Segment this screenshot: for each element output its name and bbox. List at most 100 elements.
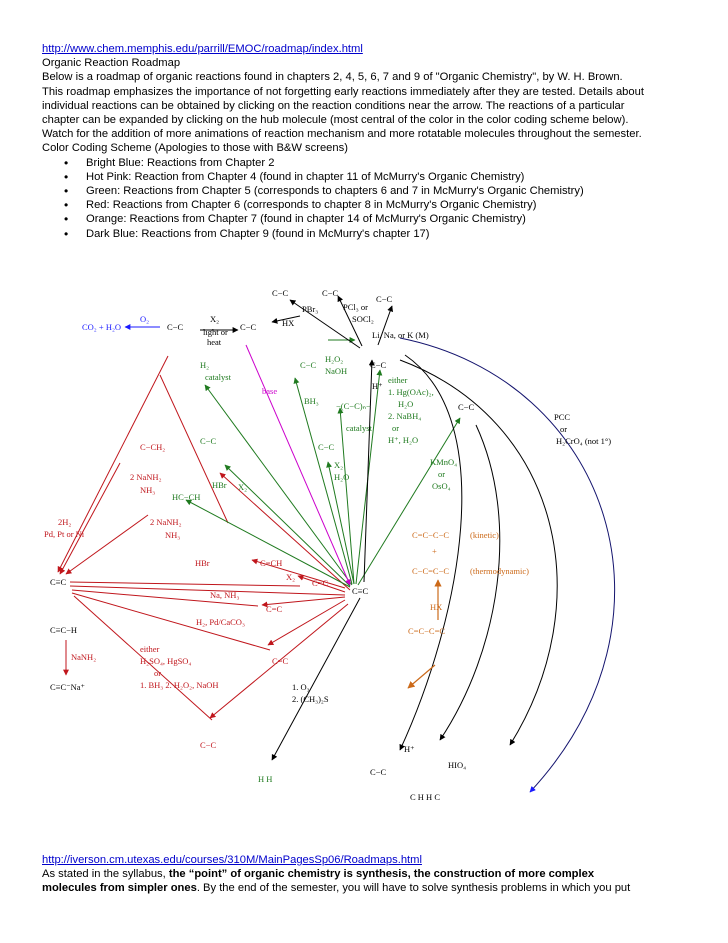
molecule-alkyl-chloride[interactable]: C−C [322, 288, 338, 298]
label-hgso4[interactable]: H₂SO₄, HgSO₄ [140, 656, 191, 666]
arrow-vicinal-to-alkyne [65, 514, 149, 575]
molecule-carbonyl[interactable]: C−C [370, 767, 386, 777]
label-polymer: −(C−C)ₙ− [336, 401, 371, 411]
label-2nanh2-b[interactable]: 2 NaNH₂ [150, 517, 182, 527]
molecule-alkoxide[interactable]: C−C [376, 294, 392, 304]
label-na-nh3[interactable]: Na, NH₃ [210, 590, 239, 600]
arrow-hub-to-tetrahalide [219, 472, 351, 591]
pink-reaction-arrows [245, 344, 351, 586]
label-h2cro4[interactable]: H₂CrO₄ (not 1°) [556, 436, 611, 446]
molecule-alcohol[interactable]: C−C [370, 360, 386, 370]
label-h2o2[interactable]: H₂O₂ [325, 354, 343, 364]
molecule-vic-dihalide[interactable]: C−C [200, 436, 216, 446]
iverson-roadmap-link[interactable]: http://iverson.cm.utexas.edu/courses/310… [42, 854, 422, 866]
label-pcl3[interactable]: PCl₃ or [343, 302, 368, 312]
label-thermodynamic[interactable]: (thermodynamic) [470, 566, 529, 576]
label-naoh[interactable]: NaOH [325, 366, 347, 376]
label-hx-orange[interactable]: HX [430, 602, 442, 612]
label-nh3-b[interactable]: NH₃ [165, 530, 180, 540]
hub-alkyne-label[interactable]: C≡C [352, 586, 368, 596]
molecule-borane[interactable]: C−C [300, 360, 316, 370]
molecule-diol[interactable]: C−C [458, 402, 474, 412]
label-diene[interactable]: C=C−C=C [408, 626, 445, 636]
label-x2-halohydrin[interactable]: X₂ [334, 460, 343, 470]
memphis-roadmap-link[interactable]: http://www.chem.memphis.edu/parrill/EMOC… [42, 43, 363, 55]
syllabus-line-2-bold: molecules from simpler ones [42, 882, 197, 895]
molecule-cis-alkene[interactable]: C=C [272, 656, 288, 666]
molecule-alkane[interactable]: C−C [167, 322, 183, 332]
label-bh3[interactable]: BH₃ [304, 396, 319, 406]
molecule-vinyl-halide[interactable]: C=CH [260, 558, 282, 568]
label-nanh2-vertical[interactable]: NaNH₂ [71, 652, 96, 662]
label-x2-top[interactable]: X₂ [210, 314, 219, 324]
label-kinetic[interactable]: (kinetic) [470, 530, 499, 540]
green-reaction-arrows [185, 337, 461, 588]
label-nh3-a[interactable]: NH₃ [140, 485, 155, 495]
color-coding-heading: Color Coding Scheme (Apologies to those … [42, 142, 348, 155]
molecule-dihaloalkene[interactable]: C=C [312, 578, 328, 588]
label-bh3-sequence[interactable]: 1. BH₃ 2. H₂O₂, NaOH [140, 680, 219, 690]
label-ozone-1[interactable]: 1. O₃ [292, 682, 310, 692]
arrow-hub-to-ketone [209, 603, 349, 719]
molecule-halohydrin[interactable]: C−C [318, 442, 334, 452]
label-h-plus-bottom[interactable]: H⁺ [404, 744, 415, 754]
color-item-orange: Orange: Reactions from Chapter 7 (found … [42, 212, 692, 226]
molecule-bromoalkene[interactable]: HC−CH [172, 492, 200, 502]
intro-line-1: Below is a roadmap of organic reactions … [42, 71, 623, 84]
arrow-pcc-oxidation [399, 337, 616, 793]
molecule-dialdehyde[interactable]: C H H C [410, 792, 440, 802]
molecule-alkyl-halide[interactable]: C−C [240, 322, 256, 332]
label-h2o-halohydrin[interactable]: H₂O [334, 472, 349, 482]
page-title: Organic Reaction Roadmap [42, 57, 181, 70]
arrow-dihalide-to-alkyne [59, 462, 121, 575]
label-base[interactable]: base [262, 386, 277, 396]
label-hio4[interactable]: HIO₄ [448, 760, 466, 770]
molecule-alkyl-bromide[interactable]: C−C [272, 288, 288, 298]
black-reagent-labels: X₂ light or heat HX PBr₃ PCl₃ or SOCl₂ L… [203, 302, 611, 770]
arrow-alcohol-to-ketone [399, 354, 463, 751]
label-2nanh2-a[interactable]: 2 NaNH₂ [130, 472, 162, 482]
arrow-alkene-to-halohydrin [326, 461, 355, 585]
molecule-aldehydes[interactable]: H H [258, 774, 272, 784]
label-h-plus-h2o[interactable]: H⁺, H₂O [388, 435, 418, 445]
hub-alkyne[interactable]: C≡C [352, 586, 368, 596]
molecule-ketone[interactable]: C−C [200, 740, 216, 750]
label-h-plus[interactable]: H⁺ [372, 381, 383, 391]
label-h2[interactable]: H₂ [200, 360, 209, 370]
molecule-trans-alkene[interactable]: C=C [266, 604, 282, 614]
label-x2-red[interactable]: X₂ [286, 572, 295, 582]
label-hbr-green[interactable]: HBr [212, 480, 227, 490]
label-kmno4[interactable]: KMnO₄ [430, 457, 457, 467]
label-catalyst-h2[interactable]: catalyst [205, 372, 232, 382]
line-left-alkyne-ketone [73, 595, 213, 721]
label-hbr-red[interactable]: HBr [195, 558, 210, 568]
label-o2[interactable]: O₂ [140, 314, 149, 324]
label-heat[interactable]: heat [207, 337, 222, 347]
label-x2-green[interactable]: X₂ [238, 482, 247, 492]
label-hg-or: or [392, 423, 399, 433]
arrow-alcohol-to-bromide [289, 299, 361, 349]
line-left-alkyne-to-hub [69, 585, 346, 596]
label-pbr3[interactable]: PBr₃ [302, 304, 318, 314]
label-socl2[interactable]: SOCl₂ [352, 314, 374, 324]
label-light-or[interactable]: light or [203, 327, 228, 337]
line-left-alkyne-cis [71, 592, 271, 651]
label-h2-lindlar[interactable]: H₂, Pd/CaCO₃ [196, 617, 245, 627]
label-hg-oac[interactable]: 1. Hg(OAc)₂, [388, 387, 434, 397]
label-catalyst[interactable]: catalyst [346, 423, 373, 433]
label-nabh4[interactable]: 2. NaBH₄ [388, 411, 421, 421]
acetylide-label: C≡C⁻Na⁺ [50, 682, 86, 692]
label-pcc[interactable]: PCC [554, 412, 570, 422]
label-li-na-k[interactable]: Li, Na, or K (M) [372, 330, 429, 340]
label-oso4[interactable]: OsO₄ [432, 481, 451, 491]
intro-line-3: individual reactions can be obtained by … [42, 99, 625, 112]
arrow-ozonolysis [271, 597, 361, 761]
label-ozone-2[interactable]: 2. (CH₃)₂S [292, 694, 329, 704]
molecule-gem-dihalide[interactable]: C−CH₂ [140, 442, 165, 452]
label-hx-top[interactable]: HX [282, 318, 294, 328]
label-co2-h2o: CO₂ + H₂O [82, 322, 121, 332]
label-2h2[interactable]: 2H₂ [58, 517, 71, 527]
roadmap-intro: http://www.chem.memphis.edu/parrill/EMOC… [42, 42, 692, 241]
label-pd-pt-ni[interactable]: Pd, Pt or Ni [44, 529, 85, 539]
arrow-alcohol-to-carbonyl [399, 359, 558, 746]
